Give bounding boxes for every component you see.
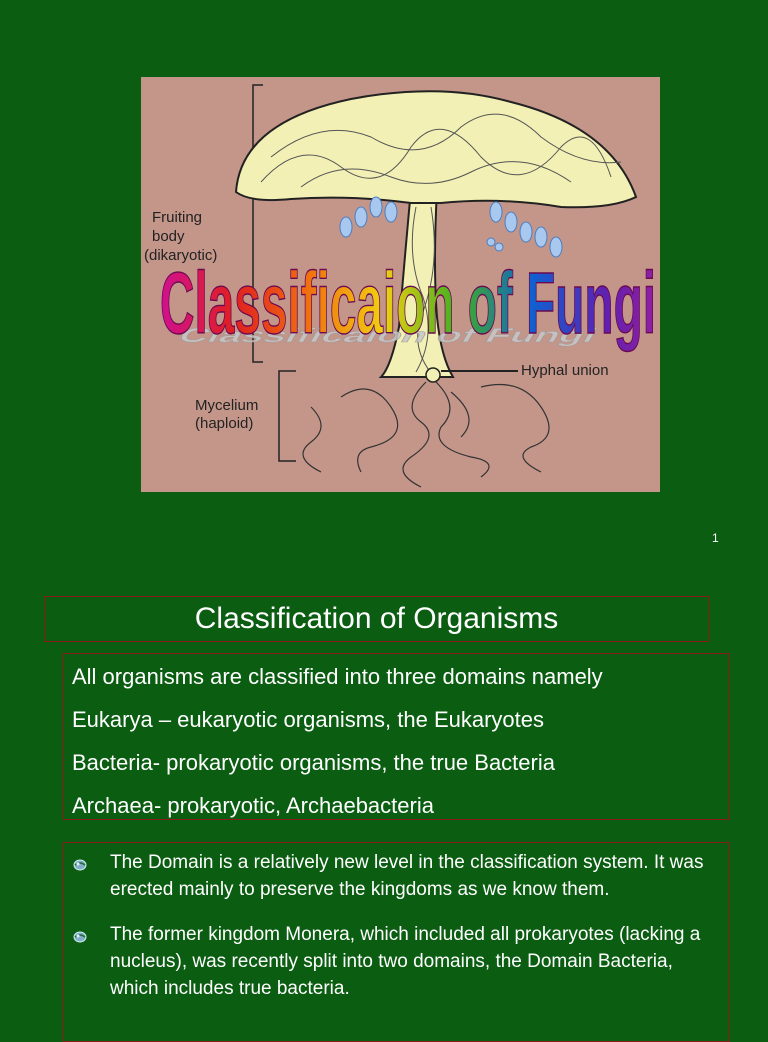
list-item: The Domain is a relatively new level in … — [72, 849, 721, 903]
notes-list: The Domain is a relatively new level in … — [63, 842, 730, 1042]
domains-list: All organisms are classified into three … — [63, 653, 730, 820]
label-body: body — [152, 228, 185, 245]
fungus-diagram: Fruiting body (dikaryotic) Hyphal union … — [141, 77, 660, 492]
section-heading: Classification of Organisms — [44, 596, 709, 642]
mushroom-illustration: Fruiting body (dikaryotic) Hyphal union … — [144, 84, 638, 488]
domain-archaea: Archaea- prokaryotic, Archaebacteria — [72, 793, 434, 818]
label-hyphal-union: Hyphal union — [521, 362, 609, 379]
bullet-text: The former kingdom Monera, which include… — [110, 924, 701, 999]
wordart-text: Classificaion of Fungi — [160, 255, 656, 352]
globe-bullet-icon — [72, 849, 110, 903]
domain-eukarya: Eukarya – eukaryotic organisms, the Euka… — [72, 707, 545, 732]
heading-text: Classification of Organisms — [194, 602, 559, 635]
globe-bullet-icon — [72, 921, 110, 1002]
label-mycelium: Mycelium — [195, 397, 258, 414]
wordart-title: Classificaion of Fungi Classificaion of … — [160, 255, 657, 353]
label-haploid: (haploid) — [195, 415, 253, 432]
label-fruiting: Fruiting — [152, 209, 202, 226]
domains-intro: All organisms are classified into three … — [72, 664, 603, 689]
domain-bacteria: Bacteria- prokaryotic organisms, the tru… — [72, 750, 555, 775]
bullet-text: The Domain is a relatively new level in … — [110, 852, 704, 900]
wordart-shadow: Classificaion of Fungi — [174, 324, 602, 347]
slide-number: 1 — [712, 531, 719, 545]
label-dikaryotic: (dikaryotic) — [144, 247, 217, 264]
list-item: The former kingdom Monera, which include… — [72, 921, 721, 1002]
